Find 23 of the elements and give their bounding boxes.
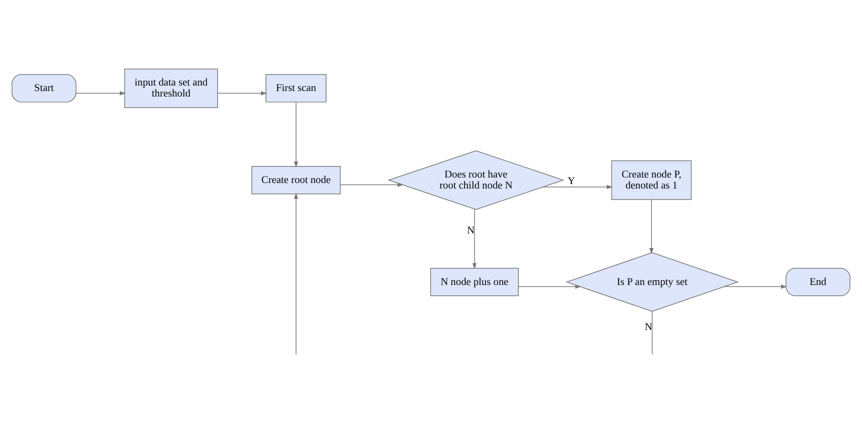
arrow bbox=[294, 101, 298, 167]
node-box: Start bbox=[12, 74, 76, 102]
node-box: Create node P, denoted as 1 bbox=[611, 160, 692, 200]
edge-label: N bbox=[644, 321, 652, 332]
connector bbox=[652, 310, 653, 354]
node-diamond: Is P an empty set bbox=[566, 252, 739, 312]
arrow bbox=[340, 182, 404, 186]
node-box: First scan bbox=[266, 74, 327, 102]
arrow bbox=[724, 284, 787, 288]
arrow bbox=[649, 198, 654, 254]
arrow bbox=[518, 284, 582, 288]
arrow bbox=[76, 90, 126, 95]
node-box: input data set and threshold bbox=[124, 68, 218, 108]
edge-label: N bbox=[467, 224, 475, 236]
node-box: N node plus one bbox=[430, 267, 519, 296]
arrow bbox=[294, 192, 298, 354]
arrow bbox=[472, 208, 477, 269]
node-box: End bbox=[786, 267, 850, 296]
arrow bbox=[217, 90, 267, 95]
node-diamond: Does root have root child node N bbox=[388, 150, 564, 210]
node-box: Create root node bbox=[251, 166, 341, 194]
arrow bbox=[542, 184, 613, 189]
edge-label: Y bbox=[568, 176, 576, 187]
